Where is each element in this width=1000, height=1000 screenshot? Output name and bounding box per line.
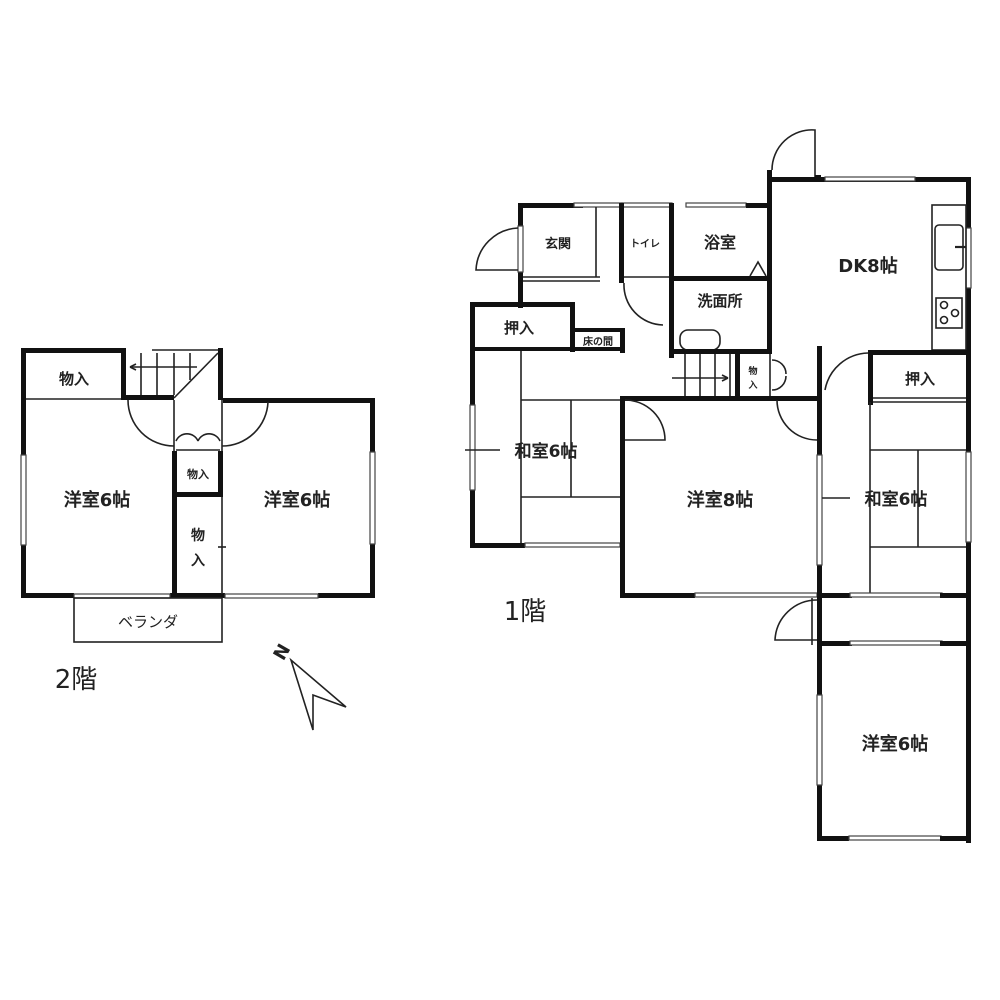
wall (868, 350, 970, 355)
wall (966, 177, 971, 597)
room-label-washroom: 洗面所 (697, 292, 742, 310)
wall (817, 346, 822, 841)
wall (822, 641, 852, 646)
room-label-toilet: トイレ (630, 238, 660, 250)
room-label-storage-tall: 物 (191, 527, 205, 544)
wall (815, 175, 821, 181)
wall (218, 451, 223, 496)
wall (966, 593, 971, 843)
north-arrow-icon: N (270, 640, 347, 731)
wall (470, 302, 573, 307)
wall (669, 349, 772, 354)
wall (172, 451, 177, 598)
wall (620, 396, 820, 401)
wall (619, 203, 624, 283)
wall (620, 396, 625, 597)
wall (570, 302, 575, 352)
wall (575, 328, 625, 332)
wall (746, 203, 770, 208)
floor-2-plan (20, 348, 376, 643)
wall (223, 398, 375, 403)
room-label-dk: DK8帖 (838, 255, 897, 277)
room-label-bathroom: 浴室 (704, 233, 736, 252)
room-label-western-right: 洋室6帖 (264, 489, 331, 511)
wall (126, 395, 174, 400)
wall (470, 347, 625, 351)
wall (21, 593, 74, 598)
wall (767, 170, 772, 350)
wall (735, 354, 740, 399)
wall (868, 350, 873, 405)
floor-1-plan (465, 129, 972, 843)
wall (940, 641, 970, 646)
room-label-closet-left: 押入 (504, 319, 534, 337)
room-label-tokonoma: 床の間 (583, 335, 613, 348)
room-label-storage: 物入 (59, 370, 89, 388)
wall (172, 492, 223, 497)
room-label-storage: 物 (748, 365, 757, 377)
wall (170, 593, 225, 598)
room-label-western-left: 洋室6帖 (64, 489, 131, 511)
room-label-japanese-left: 和室6帖 (515, 441, 578, 462)
floor-2-label: 2階 (55, 665, 98, 695)
wall (21, 348, 121, 353)
room-label-storage-small: 物入 (187, 467, 209, 481)
wall (817, 836, 849, 841)
wall (940, 593, 970, 598)
wall (940, 836, 970, 841)
wall (620, 593, 695, 598)
room-label-closet-right: 押入 (905, 370, 935, 388)
room-label-veranda: ベランダ (118, 613, 178, 631)
floor-1-label: 1階 (504, 597, 547, 627)
wall (121, 348, 126, 400)
wall (218, 348, 223, 400)
room-label-storage: 入 (747, 380, 757, 391)
room-label-entrance: 玄関 (545, 236, 571, 252)
room-label-japanese-right: 和室6帖 (865, 489, 928, 510)
wall (318, 593, 375, 598)
wall (822, 593, 852, 598)
wall (518, 203, 583, 208)
wall (669, 276, 767, 281)
room-label-western-bottom: 洋室6帖 (862, 733, 929, 755)
room-label-western-center: 洋室8帖 (687, 489, 754, 511)
wall (620, 328, 625, 353)
wall (470, 543, 525, 548)
room-label-storage-tall: 入 (191, 553, 205, 569)
